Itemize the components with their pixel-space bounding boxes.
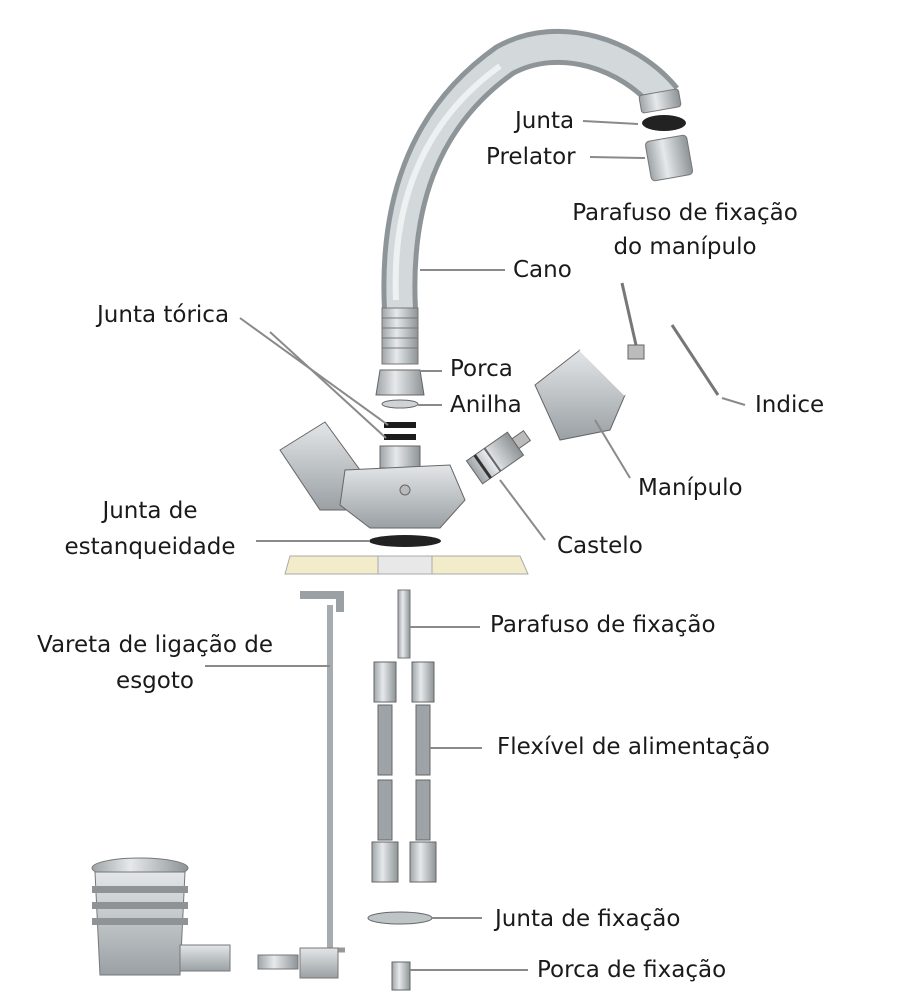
label-seal-line2: estanqueidade [64, 534, 236, 560]
label-porca-fixacao: Porca de fixação [537, 957, 727, 983]
base-plate-part [284, 555, 529, 575]
seal-gasket-part [369, 535, 441, 547]
leader-lines [205, 120, 746, 971]
cartridge-part [465, 430, 532, 485]
label-drain-rod-line1: Vareta de ligação de [37, 632, 273, 658]
handle-screw-part [620, 282, 645, 360]
label-handle-screw-line1: Parafuso de fixação [572, 200, 798, 226]
drain-rod-part [257, 591, 345, 979]
label-manipulo: Manípulo [638, 475, 743, 501]
label-drain-rod-line2: esgoto [116, 668, 194, 694]
aerator-parts [638, 88, 694, 182]
supply-hoses-part [371, 661, 437, 883]
label-junta-torica: Junta tórica [97, 302, 230, 328]
index-part [670, 324, 720, 396]
label-indice: Indice [755, 392, 825, 418]
label-prelator: Prelator [486, 144, 576, 170]
label-porca: Porca [450, 356, 513, 382]
fixing-screw-part [397, 589, 411, 659]
handle-part [534, 349, 626, 441]
nut-part [375, 369, 425, 409]
label-junta: Junta [515, 108, 575, 134]
label-handle-screw-line2: do manípulo [613, 234, 757, 260]
drain-assembly-part [91, 857, 231, 976]
spout-part [381, 28, 679, 365]
fixing-gasket-part [367, 911, 433, 925]
o-ring-parts [384, 422, 416, 440]
label-cano: Cano [513, 257, 572, 283]
faucet-body-part [279, 421, 466, 529]
label-flexivel: Flexível de alimentação [497, 734, 770, 760]
label-junta-fixacao: Junta de fixação [495, 906, 681, 932]
label-seal-line1: Junta de [102, 498, 198, 524]
fixing-nut-part [391, 961, 411, 991]
label-anilha: Anilha [450, 392, 522, 418]
label-parafuso-fixacao: Parafuso de fixação [490, 612, 716, 638]
label-castelo: Castelo [557, 533, 643, 559]
